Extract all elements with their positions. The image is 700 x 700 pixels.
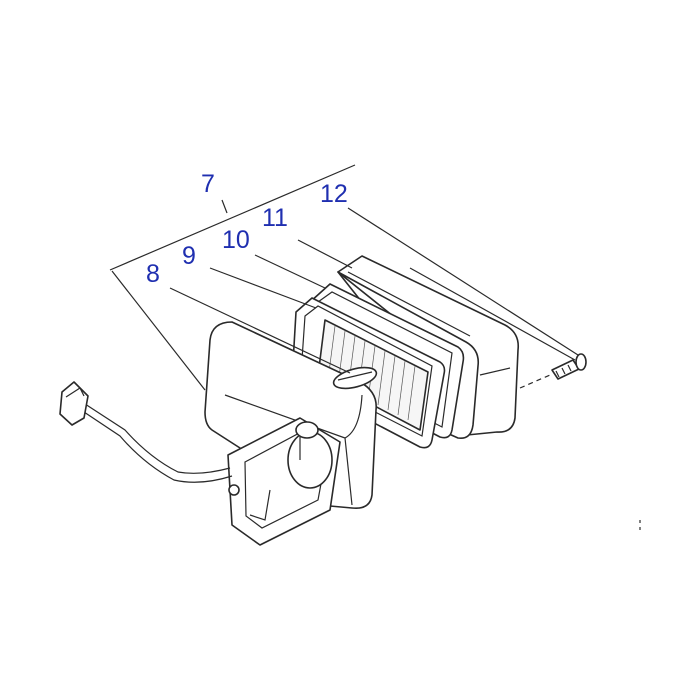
callout-10: 10	[222, 226, 250, 254]
screw-axis	[519, 374, 551, 389]
callout-11: 11	[262, 204, 288, 232]
callout-8: 8	[146, 260, 160, 288]
callout-7: 7	[201, 170, 215, 198]
leader-lines	[169, 207, 579, 374]
part-12-screw	[551, 353, 587, 380]
callout-12: 12	[320, 180, 348, 208]
part-8-housing	[204, 321, 378, 546]
callout-9: 9	[182, 242, 196, 270]
wiring-harness	[59, 381, 233, 483]
assembly-bracket-7	[109, 164, 356, 391]
